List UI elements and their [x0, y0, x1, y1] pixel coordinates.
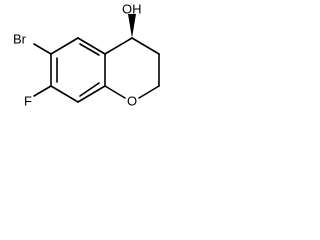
fluorine-label: F: [24, 94, 32, 109]
bond-c8-c7: [50, 85, 79, 103]
molecule-structure: OH Br F O: [13, 2, 160, 109]
wedge-bond-c4-oh: [128, 14, 136, 38]
bond-o-c8a: [104, 85, 126, 99]
bond-c7-f: [33, 85, 52, 97]
oh-label: OH: [122, 2, 142, 17]
bond-c6-c5: [50, 37, 79, 55]
bond-c6-br: [33, 43, 52, 55]
double-bond-c8a-c8: [79, 82, 100, 97]
bond-c4-c3: [131, 37, 160, 55]
bond-c8a-c8: [77, 85, 106, 103]
bond-c2-o: [138, 85, 160, 99]
double-bond-c5-c4a: [79, 43, 100, 56]
bromine-label: Br: [13, 32, 27, 47]
ring-oxygen-label: O: [127, 94, 137, 109]
bond-c5-c4a: [77, 37, 106, 55]
bond-c4a-c4: [104, 37, 133, 55]
